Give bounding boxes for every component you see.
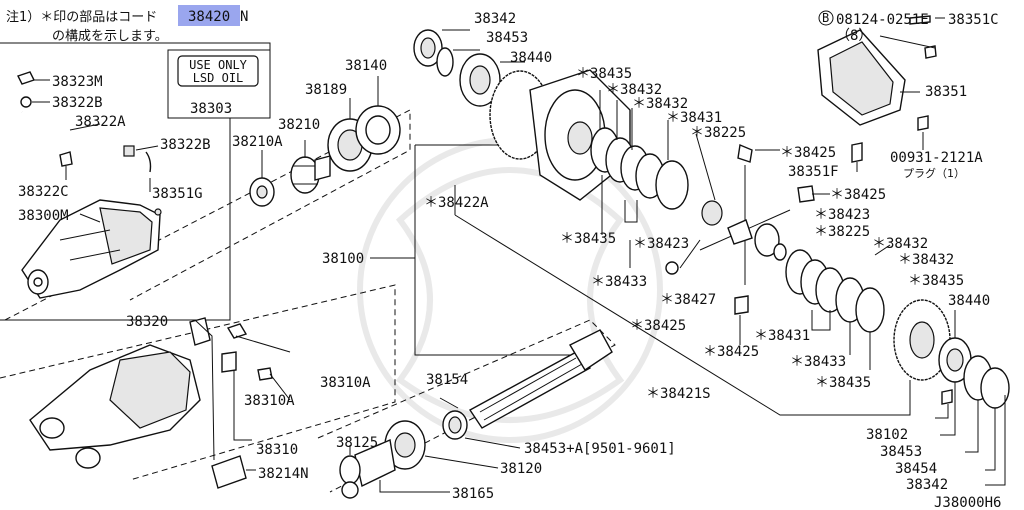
label-38453-top[interactable]: 38453 bbox=[486, 30, 528, 46]
oil-box-line1: USE ONLY bbox=[189, 58, 248, 72]
rear-cover-icon bbox=[817, 15, 937, 163]
label-38322C[interactable]: 38322C bbox=[18, 184, 69, 200]
breather-hose-icon bbox=[17, 71, 152, 173]
note-suffix: N bbox=[240, 9, 248, 25]
label-38189[interactable]: 38189 bbox=[305, 82, 347, 98]
drive-pinion-shaft-icon bbox=[468, 329, 613, 429]
label-s38423-b[interactable]: ＊38423 bbox=[633, 236, 689, 252]
label-38351[interactable]: 38351 bbox=[925, 84, 967, 100]
label-plug-qty: プラグ（1） bbox=[903, 166, 965, 180]
pinion-bearing-lower-icon bbox=[339, 410, 468, 499]
label-38100[interactable]: 38100 bbox=[322, 251, 364, 267]
label-38342-top[interactable]: 38342 bbox=[474, 11, 516, 27]
label-00931-2121A[interactable]: 00931-2121A bbox=[890, 150, 983, 166]
label-38310A-2[interactable]: 38310A bbox=[244, 393, 295, 409]
label-38454[interactable]: 38454 bbox=[895, 461, 937, 477]
label-s38435-c[interactable]: ＊38435 bbox=[560, 231, 616, 247]
label-s38433-a[interactable]: ＊38433 bbox=[591, 274, 647, 290]
label-38453-bottom[interactable]: 38453 bbox=[880, 444, 922, 460]
label-38300M[interactable]: 38300M bbox=[18, 208, 69, 224]
label-s38425-b[interactable]: ＊38425 bbox=[830, 187, 886, 203]
pinion-mate-gears-icon bbox=[699, 144, 815, 315]
label-38210A[interactable]: 38210A bbox=[232, 134, 283, 150]
label-08124-qty: （8） bbox=[836, 28, 872, 44]
diff-carrier-housing-icon bbox=[21, 199, 162, 299]
label-s38225-b[interactable]: ＊38225 bbox=[814, 224, 870, 240]
final-drive-housing-icon bbox=[29, 317, 273, 489]
pinion-bearing-set-icon bbox=[249, 105, 401, 207]
label-s38432-a[interactable]: ＊38432 bbox=[606, 82, 662, 98]
label-s38421S[interactable]: ＊38421S bbox=[646, 386, 711, 402]
label-38120[interactable]: 38120 bbox=[500, 461, 542, 477]
oil-box-part: 38303 bbox=[190, 101, 232, 117]
label-38310A[interactable]: 38310A bbox=[320, 375, 371, 391]
label-s38435-d[interactable]: ＊38435 bbox=[815, 375, 871, 391]
label-38440-top[interactable]: 38440 bbox=[510, 50, 552, 66]
diagram-id: J38000H6 bbox=[934, 495, 1001, 510]
label-38351C[interactable]: 38351C bbox=[948, 12, 999, 28]
label-38323M[interactable]: 38323M bbox=[52, 74, 103, 90]
label-s38435-a[interactable]: ＊38435 bbox=[576, 66, 632, 82]
part-labels: 38323M 38322B 38322A 38322B 38322C 38351… bbox=[18, 10, 1001, 510]
label-s38432-c[interactable]: ＊38432 bbox=[872, 236, 928, 252]
label-38322B-2[interactable]: 38322B bbox=[160, 137, 211, 153]
label-38351F[interactable]: 38351F bbox=[788, 164, 839, 180]
label-s38433-b[interactable]: ＊38433 bbox=[790, 354, 846, 370]
bolt-b-marker-icon bbox=[818, 10, 834, 26]
label-s38432-d[interactable]: ＊38432 bbox=[898, 252, 954, 268]
label-s38423-a[interactable]: ＊38423 bbox=[814, 207, 870, 223]
oil-box-line2: LSD OIL bbox=[193, 71, 244, 85]
label-s38422A[interactable]: ＊38422A bbox=[424, 195, 489, 211]
highlight-code bbox=[178, 5, 240, 26]
label-38310[interactable]: 38310 bbox=[256, 442, 298, 458]
label-s38432-b[interactable]: ＊38432 bbox=[632, 96, 688, 112]
note-line1-prefix: 注1）＊印の部品はコード bbox=[6, 10, 157, 25]
label-38320[interactable]: 38320 bbox=[126, 314, 168, 330]
label-38125[interactable]: 38125 bbox=[336, 435, 378, 451]
label-38154[interactable]: 38154 bbox=[426, 372, 468, 388]
label-s38425-d[interactable]: ＊38425 bbox=[703, 344, 759, 360]
label-38322A[interactable]: 38322A bbox=[75, 114, 126, 130]
label-38102[interactable]: 38102 bbox=[866, 427, 908, 443]
label-38214N[interactable]: 38214N bbox=[258, 466, 309, 482]
label-s38427[interactable]: ＊38427 bbox=[660, 292, 716, 308]
lsd-oil-box[interactable]: USE ONLY LSD OIL 38303 bbox=[167, 49, 271, 119]
label-s38425-c[interactable]: ＊38425 bbox=[630, 318, 686, 334]
note-line2: の構成を示します。 bbox=[52, 29, 168, 44]
clutch-plate-stack-left-icon bbox=[590, 127, 723, 275]
label-38453A[interactable]: 38453+A[9501-9601] bbox=[524, 441, 676, 457]
note-code[interactable]: 38420 bbox=[188, 9, 230, 25]
label-s38435-b[interactable]: ＊38435 bbox=[908, 273, 964, 289]
label-38210[interactable]: 38210 bbox=[278, 117, 320, 133]
label-38165[interactable]: 38165 bbox=[452, 486, 494, 502]
label-s38431-a[interactable]: ＊38431 bbox=[666, 110, 722, 126]
label-s38425-a[interactable]: ＊38425 bbox=[780, 145, 836, 161]
side-bearing-set-icon bbox=[938, 337, 1010, 409]
clutch-plate-stack-right-icon bbox=[785, 249, 951, 381]
label-38140[interactable]: 38140 bbox=[345, 58, 387, 74]
bolt-b-marker-letter: B bbox=[822, 11, 829, 25]
label-38440-right[interactable]: 38440 bbox=[948, 293, 990, 309]
label-38342-bottom[interactable]: 38342 bbox=[906, 477, 948, 493]
label-38351G[interactable]: 38351G bbox=[152, 186, 203, 202]
label-08124-0251E[interactable]: 08124-0251E bbox=[836, 12, 929, 28]
label-s38225-a[interactable]: ＊38225 bbox=[690, 125, 746, 141]
label-s38431-b[interactable]: ＊38431 bbox=[754, 328, 810, 344]
note-header: 注1）＊印の部品はコード 38420 N の構成を示します。 bbox=[6, 5, 248, 44]
label-38322B[interactable]: 38322B bbox=[52, 95, 103, 111]
